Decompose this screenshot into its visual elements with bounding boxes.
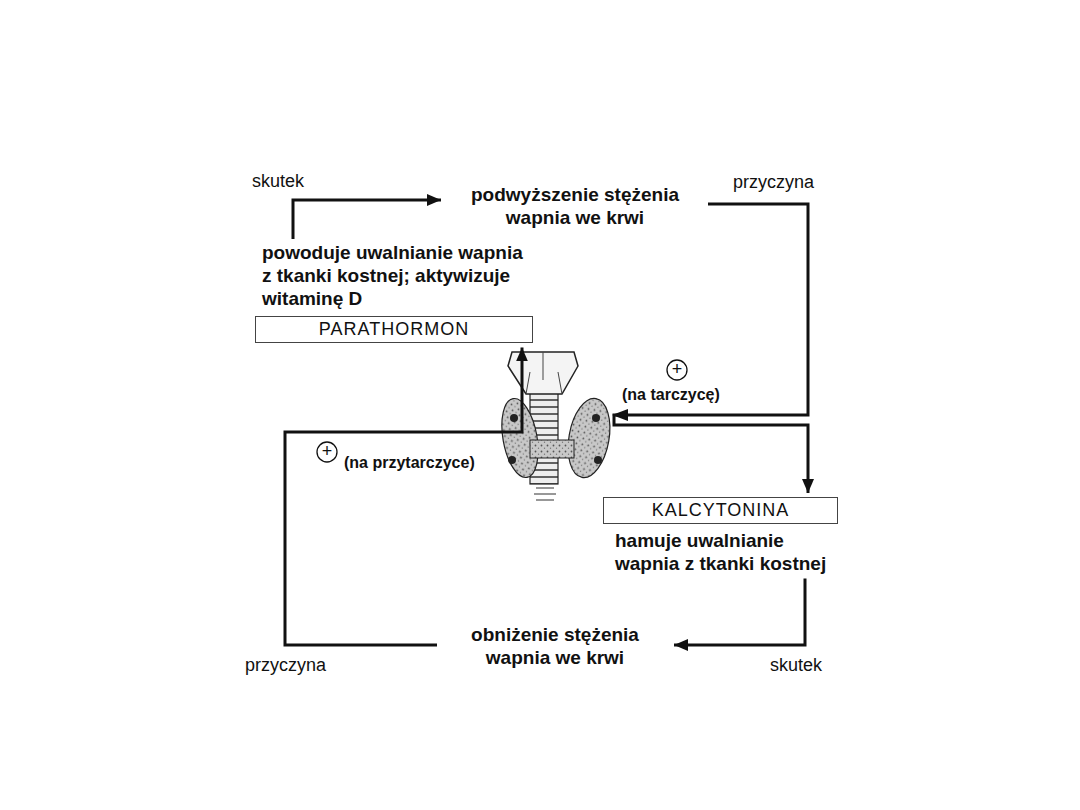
plus-circle [667,360,687,380]
diagram-node: podwyższenie stężenia wapnia we krwi [445,184,705,230]
cycle-label: skutek [770,655,822,676]
hormone-effect-text: powoduje uwalnianie wapnia z tkanki kost… [255,242,533,310]
edge-label: (na tarczycę) [620,386,722,404]
thyroid-illustration [496,352,615,500]
larynx [508,352,578,394]
thyroid-right-lobe [562,395,615,481]
connector-arrow [285,347,522,645]
cycle-label: skutek [252,171,304,192]
diagram-node: KALCYTONINA hamuje uwalnianie wapnia z tk… [603,497,838,576]
edge-label: (na przytarczyce) [342,454,477,472]
connector-arrow [674,579,805,645]
connector-arrow [614,204,808,493]
diagram-node: obniżenie stężenia wapnia we krwi [440,624,670,670]
parathyroid-gland [510,414,518,422]
parathyroid-gland [594,456,602,464]
cycle-label: przyczyna [245,655,326,676]
connector-arrow [293,200,441,239]
hormone-box: PARATHORMON [255,316,533,343]
blood-calcium-text: obniżenie stężenia wapnia we krwi [440,624,670,670]
plus-sign: + [322,442,333,460]
hormone-box: KALCYTONINA [603,497,838,524]
thyroid-left-lobe [496,396,543,481]
parathyroid-gland [508,456,516,464]
thyroid-isthmus [530,440,574,458]
cycle-label: przyczyna [733,172,814,193]
parathyroid-gland [592,414,600,422]
larynx-detail [526,352,562,394]
plus-sign: + [672,360,683,378]
blood-calcium-text: podwyższenie stężenia wapnia we krwi [445,184,705,230]
trachea-end-marks [534,488,556,500]
plus-circle [317,442,337,462]
diagram-node: powoduje uwalnianie wapnia z tkanki kost… [255,242,533,343]
hormone-effect-text: hamuje uwalnianie wapnia z tkanki kostne… [603,530,838,576]
